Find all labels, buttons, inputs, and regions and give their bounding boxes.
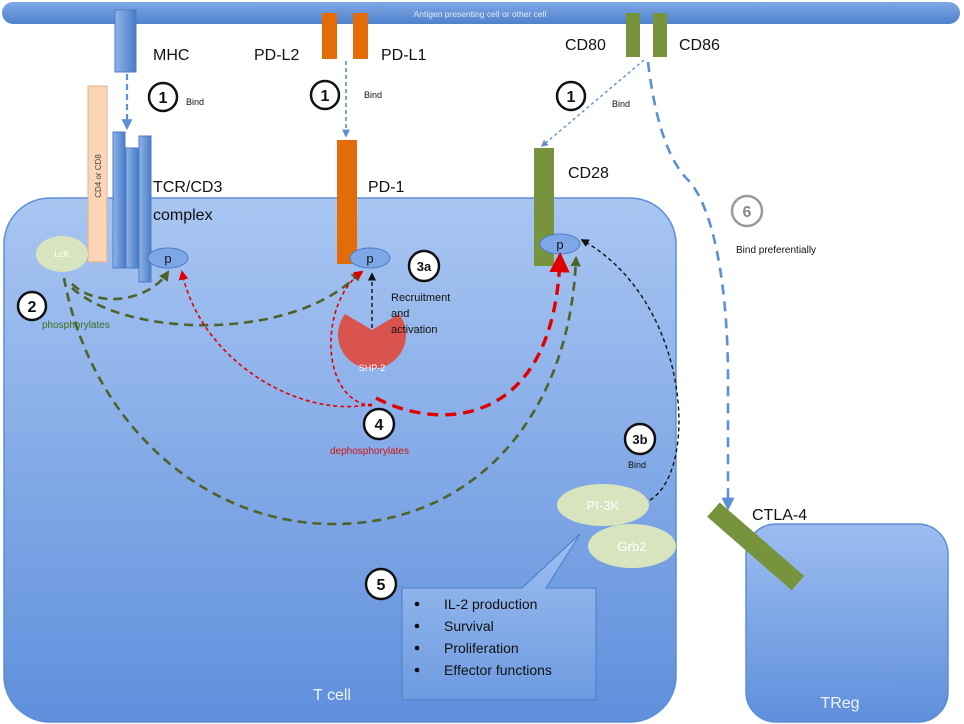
apc-label: Antigen presenting cell or other cell	[414, 9, 547, 19]
shp2-tcr-dephos-arrow	[178, 270, 373, 408]
svg-text:1: 1	[321, 88, 330, 105]
cd80-molecule	[626, 13, 640, 57]
step-2: 2	[16, 290, 48, 322]
pd1-receptor	[337, 140, 357, 264]
grb2-label: Grb2	[618, 539, 647, 554]
cd28-label: CD28	[568, 165, 609, 182]
cd80-cd28-bind-arrow	[540, 59, 645, 147]
shp2-label: SHP-2	[359, 363, 386, 373]
dephosphorylates-label: dephosphorylates	[330, 446, 409, 457]
bind-label-pdl: Bind	[364, 90, 382, 100]
coreceptor-label: CD4 or CD8	[94, 154, 103, 198]
svg-text:4: 4	[375, 417, 384, 434]
step-1-cd80: 1	[555, 80, 587, 112]
svg-text:3a: 3a	[417, 259, 432, 274]
cd86-molecule	[653, 13, 667, 57]
bind-label-pi3k: Bind	[628, 460, 646, 470]
mhc-label: MHC	[153, 47, 189, 64]
cd4-cd8-coreceptor	[87, 85, 108, 263]
outcome-item: IL-2 production	[444, 596, 537, 612]
outcome-bullet	[414, 601, 420, 607]
tcr-cd3-complex	[112, 131, 152, 283]
step-4: 4	[362, 407, 396, 441]
outcome-bullet	[414, 645, 420, 651]
outcome-item: Proliferation	[444, 640, 519, 656]
phosphorylates-label: phosphorylates	[42, 320, 110, 331]
outcome-bullet	[414, 623, 420, 629]
shp2-cd28-dephos-arrow	[375, 251, 570, 417]
recruitment-label-3: activation	[391, 324, 437, 336]
recruitment-label-2: and	[391, 308, 409, 320]
cd86-label: CD86	[679, 37, 720, 54]
svg-text:5: 5	[377, 577, 386, 594]
grb2-adaptor	[588, 524, 676, 568]
phosphate-tcr	[147, 247, 189, 269]
bind-label-cd80: Bind	[612, 99, 630, 109]
step-3b: 3b	[623, 422, 657, 456]
bind-preferentially-label: Bind preferentially	[736, 245, 816, 256]
treg-label: TReg	[820, 695, 859, 712]
lck-label: LcK	[54, 249, 70, 259]
pd1-label: PD-1	[368, 179, 405, 196]
lck-tcr-arrow	[71, 270, 170, 301]
svg-text:2: 2	[28, 299, 37, 316]
shp2-phosphatase	[337, 314, 407, 369]
ctla4-receptor	[707, 502, 805, 591]
step-3a: 3a	[407, 249, 441, 283]
cd80-label: CD80	[565, 37, 606, 54]
phosphate-pd1-label: p	[366, 251, 373, 266]
t-cell-label: T cell	[313, 687, 351, 704]
bind-label-mhc: Bind	[186, 97, 204, 107]
step-1-pdl: 1	[309, 79, 341, 111]
step-5: 5	[364, 567, 398, 601]
pi3k-label: PI-3K	[587, 498, 620, 513]
pdl2-label: PD-L2	[254, 47, 299, 64]
apc-membrane: Antigen presenting cell or other cell	[2, 2, 960, 24]
outcome-bullet	[414, 667, 420, 673]
tcr-label-line2: complex	[153, 207, 213, 224]
pdl1-label: PD-L1	[381, 47, 426, 64]
lck-cd28-arrow	[62, 255, 581, 526]
phosphate-cd28-label: p	[556, 237, 563, 252]
phosphate-pd1	[349, 247, 391, 269]
outcome-item: Effector functions	[444, 662, 552, 678]
pdl1-molecule	[353, 13, 368, 59]
shp2-pd1-dephos-arrow	[330, 270, 373, 407]
lck-pd1-arrow	[71, 270, 362, 327]
svg-text:3b: 3b	[632, 432, 647, 447]
ctla4-label: CTLA-4	[752, 507, 807, 524]
svg-text:1: 1	[567, 89, 576, 106]
lck-kinase	[36, 236, 88, 272]
outcome-list: IL-2 production Survival Proliferation E…	[414, 596, 552, 678]
cd80-ctla4-bind-arrow	[646, 61, 735, 511]
tcr-label-line1: TCR/CD3	[153, 179, 222, 196]
outcome-item: Survival	[444, 618, 494, 634]
mhc-molecule	[114, 9, 137, 73]
outcome-callout	[401, 533, 597, 701]
pi3k-cd28-bind-arrow	[580, 239, 680, 501]
step-6: 6	[730, 194, 764, 228]
recruitment-label-1: Recruitment	[391, 292, 450, 304]
phosphate-tcr-label: p	[164, 251, 171, 266]
pdl2-molecule	[322, 13, 337, 59]
svg-text:6: 6	[743, 204, 752, 221]
step-1-mhc: 1	[147, 81, 179, 113]
svg-text:1: 1	[159, 90, 168, 107]
pi3k-enzyme	[557, 484, 649, 526]
